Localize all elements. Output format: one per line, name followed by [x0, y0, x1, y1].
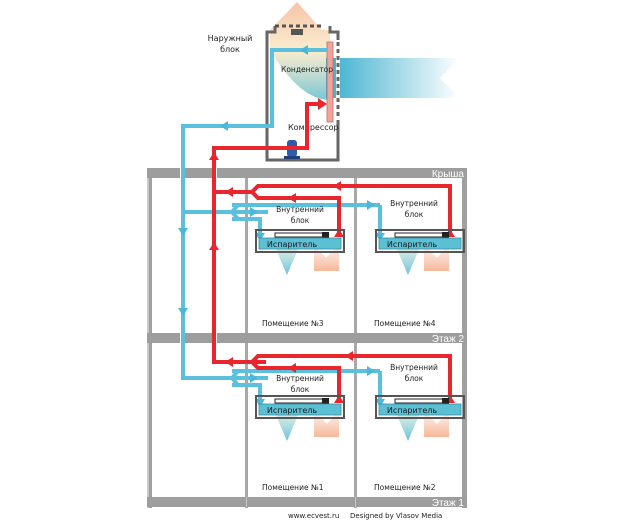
floor-label-roof: Крыша — [432, 169, 465, 180]
indoor-unit-casing — [375, 229, 465, 253]
expansion-valve — [394, 232, 446, 238]
room-label: Помещение №4 — [374, 319, 436, 328]
floor2-slab — [147, 333, 467, 343]
indoor-unit-label-2: блок — [405, 210, 424, 219]
room-label: Помещение №1 — [262, 483, 324, 492]
condenser-label: Конденсатор — [281, 65, 333, 74]
warm-airflow — [424, 410, 449, 437]
indoor-unit-label-2: блок — [405, 374, 424, 383]
outdoor-casing — [265, 26, 340, 162]
floor1-slab — [147, 497, 467, 507]
indoor-unit-casing — [375, 395, 465, 419]
evaporator — [258, 403, 342, 416]
cold-arrows — [178, 45, 385, 407]
airflow-out — [326, 58, 460, 98]
hot-refrigerant-lines — [212, 102, 452, 403]
outdoor-unit-label-2: блок — [220, 45, 240, 54]
evaporator-label: Испаритель — [387, 240, 437, 249]
credit-designer: Designed by Vlasov Media — [350, 512, 442, 520]
expansion-valve — [394, 398, 446, 404]
indoor-unit-room2: Испаритель Внутренний блок Помещение №2 — [374, 363, 465, 492]
roof-slab — [147, 168, 467, 178]
condenser — [326, 41, 334, 123]
indoor-unit-casing — [255, 229, 345, 253]
building-structure: Крыша Этаж 2 Этаж 1 — [147, 168, 467, 509]
indoor-unit-label-1: Внутренний — [276, 374, 324, 383]
indoor-unit-room3: Испаритель Внутренний блок Помещение №3 — [255, 205, 345, 328]
evaporator — [378, 403, 462, 416]
indoor-unit-label-1: Внутренний — [276, 205, 324, 214]
credit-site: www.ecvest.ru — [288, 512, 339, 520]
outdoor-unit: Наружный блок Конденсатор Компрессор — [208, 2, 460, 162]
expansion-valve — [274, 398, 326, 404]
evaporator-label: Испаритель — [387, 406, 437, 415]
indoor-unit-room4: Испаритель Внутренний блок Помещение №4 — [374, 199, 465, 328]
warm-airflow — [424, 244, 449, 271]
indoor-unit-label-1: Внутренний — [390, 363, 438, 372]
indoor-unit-room1: Испаритель Внутренний блок Помещение №1 — [255, 374, 345, 492]
indoor-unit-label-2: блок — [291, 385, 310, 394]
room-label: Помещение №3 — [262, 319, 324, 328]
floor-label-1: Этаж 1 — [432, 498, 465, 509]
indoor-unit-label-1: Внутренний — [390, 199, 438, 208]
indoor-unit-label-2: блок — [291, 216, 310, 225]
indoor-unit-casing — [255, 395, 345, 419]
warm-airflow — [314, 410, 339, 437]
expansion-valve — [274, 232, 326, 238]
evaporator — [258, 237, 342, 250]
floor-label-2: Этаж 2 — [432, 334, 465, 345]
room-label: Помещение №2 — [374, 483, 436, 492]
evaporator-label: Испаритель — [267, 240, 317, 249]
outdoor-unit-label-1: Наружный — [208, 34, 253, 43]
compressor-label: Компрессор — [288, 123, 339, 132]
evaporator — [378, 237, 462, 250]
fan-icon — [291, 29, 303, 35]
warm-airflow — [314, 244, 339, 271]
evaporator-label: Испаритель — [267, 406, 317, 415]
